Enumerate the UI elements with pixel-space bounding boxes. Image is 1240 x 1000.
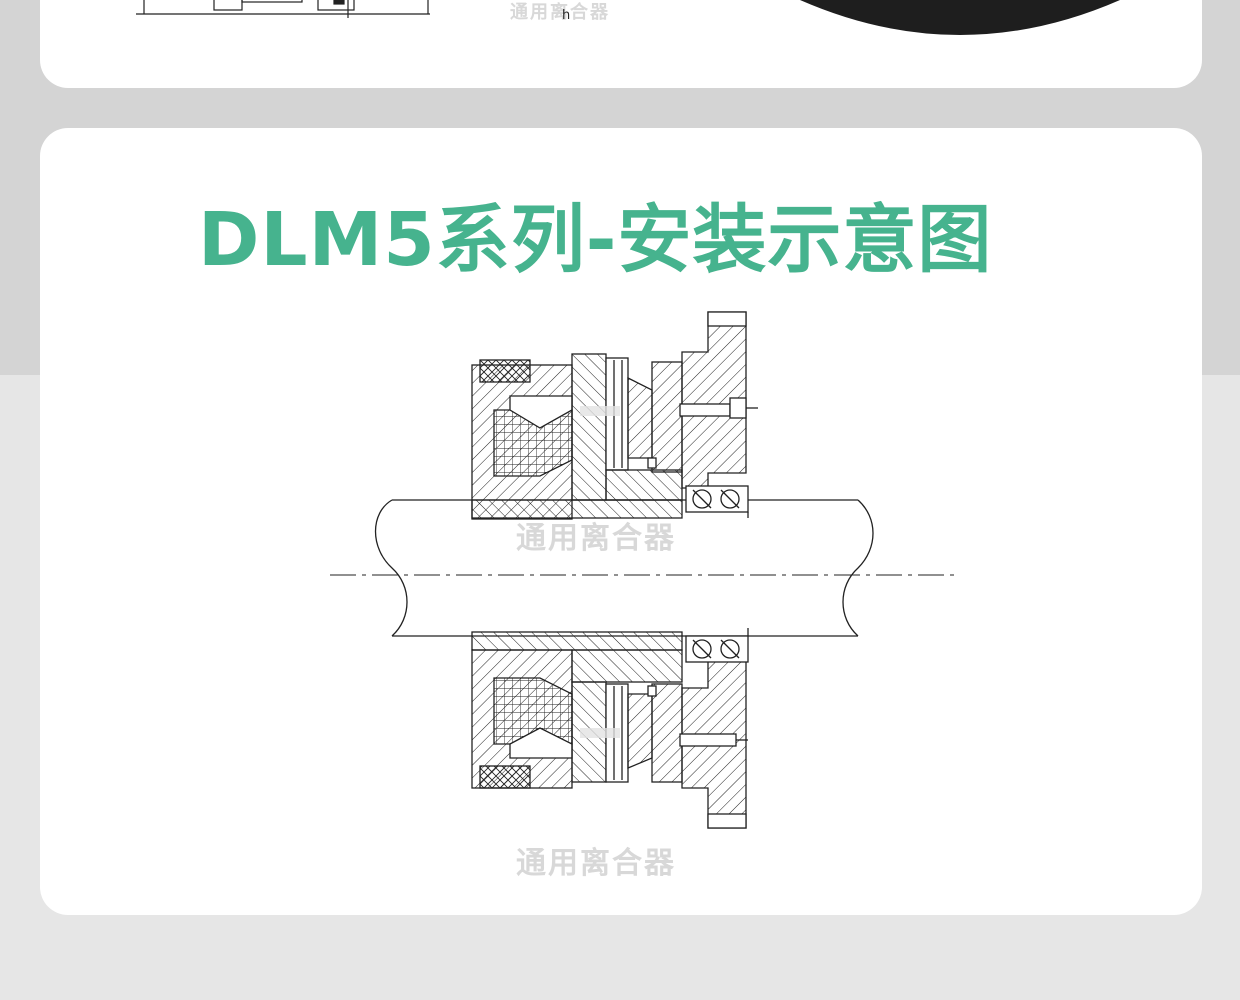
- hub-upper: [471, 499, 683, 519]
- coil-gap-upper: [509, 395, 573, 429]
- hub-lower: [471, 631, 683, 651]
- seal-ring-lower: [479, 765, 531, 789]
- shaft-outline: [392, 499, 858, 637]
- flange-slot-lower: [707, 813, 747, 829]
- section-block: [241, 0, 303, 3]
- bolt-upper: [679, 403, 731, 417]
- bolt-nut-upper: [729, 397, 747, 419]
- watermark-logo-top: [580, 406, 620, 416]
- shaft-break-right: [842, 499, 874, 637]
- armature-lower: [627, 693, 653, 769]
- hub-ring-lower: [571, 649, 683, 683]
- armature-plate-upper: [651, 361, 683, 473]
- installation-diagram-card: DLM5系列-安装示意图 通用离合器 通用离合器: [40, 128, 1202, 915]
- watermark-text: 通用离合器: [510, 2, 610, 23]
- rotor-upper: [571, 353, 607, 501]
- page-title: DLM5系列-安装示意图: [198, 197, 993, 283]
- flange-slot-upper: [707, 311, 747, 327]
- spring-upper: [647, 457, 657, 469]
- previous-card: 通用离合器 h: [40, 0, 1202, 88]
- section-block: [213, 0, 243, 11]
- hub-ring-upper: [605, 469, 683, 501]
- watermark-text-bottom: 通用离合器: [516, 846, 676, 881]
- armature-upper: [627, 376, 653, 459]
- section-block: [317, 0, 355, 11]
- spring-lower: [647, 685, 657, 697]
- bolt-head: [333, 0, 345, 5]
- installation-drawing: [330, 311, 954, 829]
- bolt-lower: [679, 733, 737, 747]
- watermark-text-top: 通用离合器: [516, 521, 676, 556]
- armature-plate-lower: [651, 683, 683, 783]
- wheel-product-image: [800, 0, 1120, 35]
- shaft-break-left: [374, 499, 408, 637]
- seal-ring-upper: [479, 359, 531, 383]
- watermark-logo-bottom: [580, 728, 620, 738]
- previous-drawing-fragment: [136, 0, 1120, 35]
- dimension-label-h: h: [562, 8, 571, 23]
